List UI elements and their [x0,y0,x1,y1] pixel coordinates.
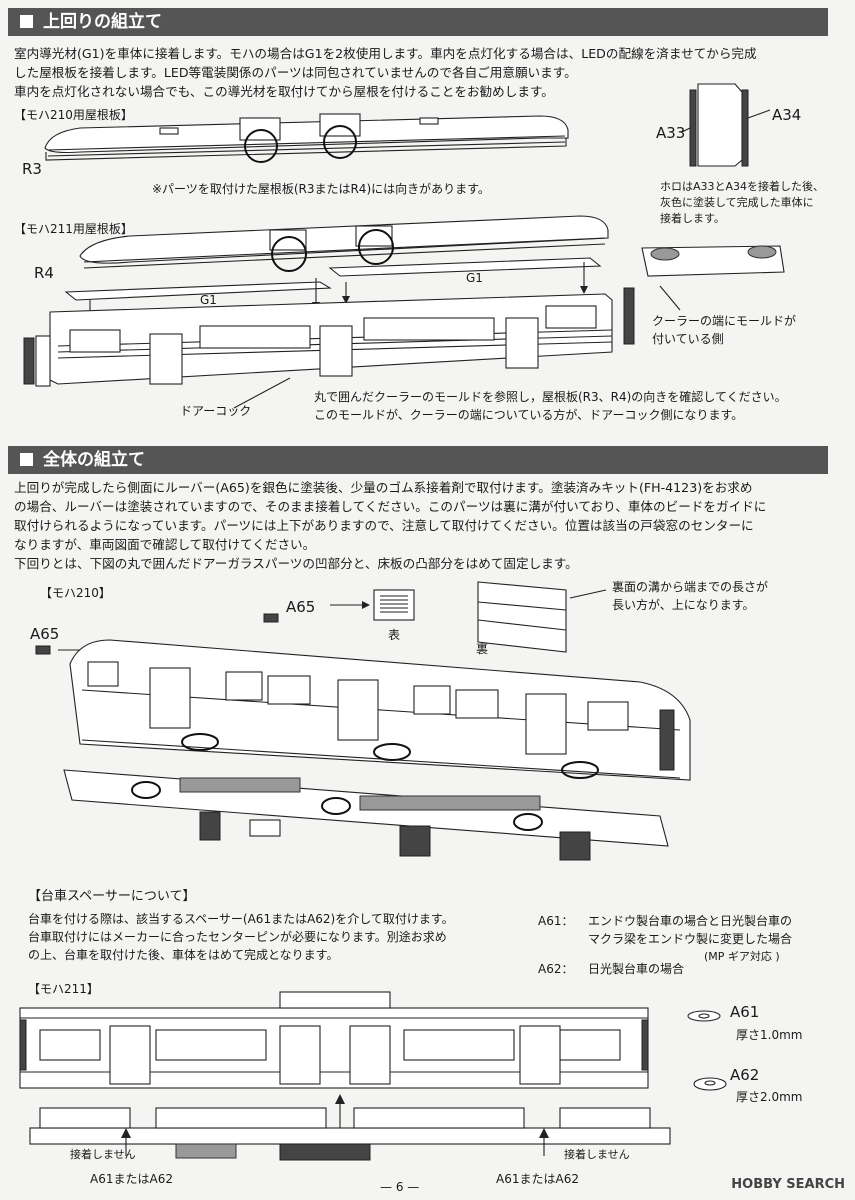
part-label-a61: A61 [730,1003,760,1021]
front-side-label: 表 [388,628,401,642]
moha210-body-drawing [69,639,691,781]
louver-a65-drawing [35,581,607,655]
mold-note-line: このモールドが、クーラーの端についている方が、ドアーコック側になります。 [314,408,744,422]
floor-circle [131,781,161,799]
cooler-note-line: クーラーの端にモールドが [652,314,797,328]
moha211-underfloor-drawing [29,1107,671,1161]
floor-circle [513,813,543,831]
part-label-a33: A33 [656,124,686,142]
mold-note-line: 丸で囲んだクーラーのモールドを参照し，屋根板(R3、R4)の向きを確認してくださ… [314,390,787,404]
intro-line: 取付けられるようになっています。パーツには上下がありますので、注意して取付けてく… [14,518,754,533]
square-icon [20,15,33,28]
groove-note-line: 長い方が、上になります。 [612,598,755,612]
part-label-r4: R4 [34,264,54,282]
intro-line: 車内を点灯化されない場合でも、この導光材を取付けてから屋根を付けることをお勧めし… [14,84,554,99]
mold-circle [244,129,278,163]
a62-desc: 日光製台車の場合 [588,962,685,976]
intro-line: の場合、ルーバーは塗装されていますので、そのまま接着してください。このパーツは裏… [14,499,767,514]
thickness-a61: 厚さ1.0mm [736,1028,803,1042]
spacer-heading: 【台車スペーサーについて】 [28,889,196,904]
a61-desc-line: (MP ギア対応 ) [704,950,780,963]
part-label-g1: G1 [466,271,483,285]
part-label-a65: A65 [30,625,60,643]
figure-label: 【モハ211】 [28,982,99,996]
page-number: — 6 — [380,1180,420,1194]
horo-note-line: 接着します。 [660,212,725,225]
no-glue-label: 接着しません [564,1148,630,1161]
mold-circle [358,229,394,265]
intro-line: 下回りとは、下図の丸で囲んだドアーガラスパーツの凹部分と、床板の凸部分をはめて固… [14,556,578,571]
roof-orientation-note: ※パーツを取付けた屋根板(R3またはR4)には向きがあります。 [152,182,490,196]
intro-line: 上回りが完成したら側面にルーバー(A65)を銀色に塗装後、少量のゴム系接着剤で取… [14,480,753,495]
leader-line [233,377,291,409]
a61-desc-line: マクラ梁をエンドウ製に変更した場合 [588,932,793,946]
spacer-a61-icon [687,1010,721,1022]
intro-line: 室内導光材(G1)を車体に接着します。モハの場合はG1を2枚使用します。車内を点… [14,46,757,61]
section-title: 上回りの組立て [43,12,162,32]
figure-label: 【モハ210】 [40,586,111,600]
spacer-choice-label: A61またはA62 [496,1172,579,1186]
cooler-note-line: 付いている側 [652,332,724,346]
part-label-a34: A34 [772,106,802,124]
up-arrow-head [335,1094,345,1104]
intro-line: なりますが、車両図面で確認して取付けてください。 [14,537,316,552]
floor-circle [321,797,351,815]
figure-label: 【モハ210用屋根板】 [14,108,133,122]
section-header-upper: 上回りの組立て [8,8,828,36]
mold-circle [271,236,307,272]
spacer-choice-label: A61またはA62 [90,1172,173,1186]
square-icon [20,453,33,466]
intro-line: した屋根板を接着します。LED等電装関係のパーツは同包されていませんので各自ご用… [14,65,577,80]
no-glue-label: 接着しません [70,1148,136,1161]
up-arrow-head [539,1128,549,1138]
part-label-a62: A62 [730,1066,760,1084]
mold-circle [323,125,357,159]
door-circle [373,743,411,761]
roof-r3-drawing [44,113,569,161]
horo-note-line: ホロはA33とA34を接着した後、 [660,180,825,193]
thickness-a62: 厚さ2.0mm [736,1090,803,1104]
part-label-r3: R3 [22,160,42,178]
spacer-a62-icon [693,1077,727,1091]
horo-note-line: 灰色に塗装して完成した車体に [660,196,814,209]
horo-drawing [681,83,771,167]
spacer-text-line: 台車を付ける際は、該当するスペーサー(A61またはA62)を介して取付けます。 [28,912,454,926]
up-arrow-head [121,1128,131,1138]
a62-key: A62： [538,962,574,976]
part-label-g1: G1 [200,293,217,307]
moha211-body-drawing [19,991,649,1089]
light-guide-g1 [64,281,332,301]
section-title: 全体の組立て [43,450,145,470]
watermark-logo: HOBBY SEARCH [731,1177,845,1192]
car-body-drawing [23,287,635,387]
spacer-text-line: の上、台車を取付けた後、車体をはめて完成となります。 [28,948,339,962]
a61-key: A61： [538,914,574,928]
spacer-text-line: 台車取付けにはメーカーに合ったセンターピンが必要になります。別途お求め [28,930,447,944]
door-circle [181,733,219,751]
groove-note-line: 裏面の溝から端までの長さが [612,580,769,594]
a61-desc-line: エンドウ製台車の場合と日光製台車の [588,914,793,928]
back-side-label: 裏 [476,642,489,656]
section-header-overall: 全体の組立て [8,446,828,474]
part-label-a65: A65 [286,598,316,616]
door-circle [561,761,599,779]
door-cock-label: ドアーコック [180,404,252,418]
light-guide-g1 [328,257,602,277]
figure-label: 【モハ211用屋根板】 [14,222,133,236]
cooler-drawing [641,245,785,311]
